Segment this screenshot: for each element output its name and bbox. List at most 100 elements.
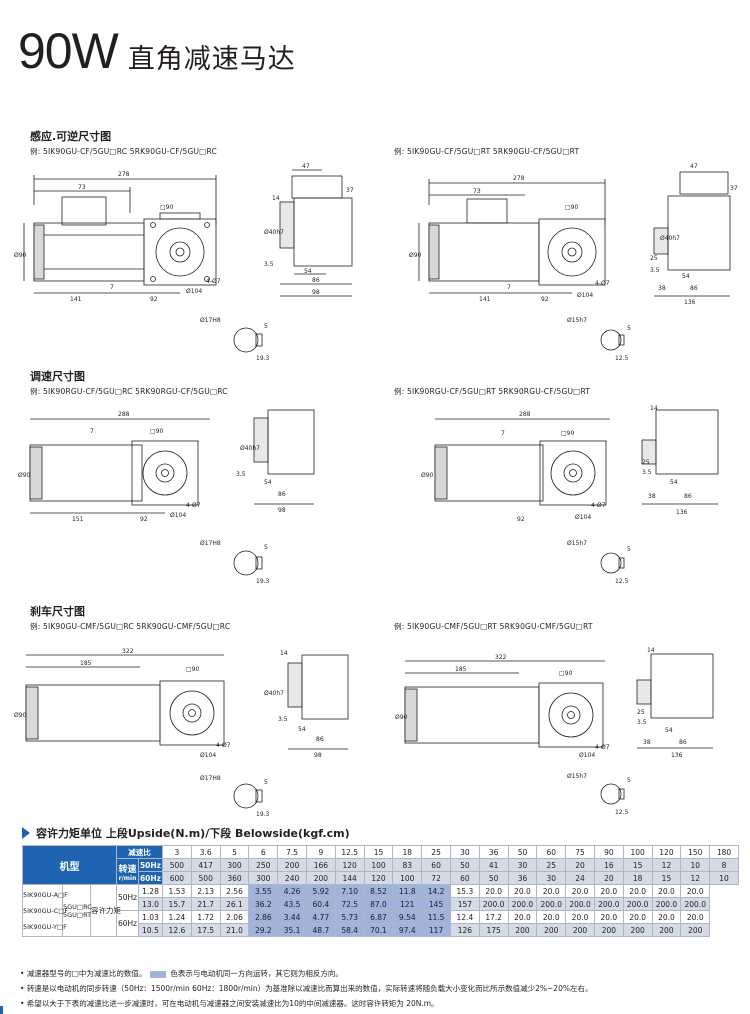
dim-sq90: □90 [150,428,163,435]
torque-cell: 48.7 [305,923,336,937]
speed-cell: 60 [449,871,480,885]
same-direction-swatch [150,970,167,978]
page-title-name: 直角减速马达 [127,44,296,75]
shaft-rc: Ø17H8 [200,317,221,324]
speed-cell: 10 [709,871,739,885]
torque-cell: 20.0 [651,884,682,898]
torque-cell: 29.2 [248,923,279,937]
torque-cell: 70.1 [363,923,394,937]
dim-7: 7 [507,284,511,291]
torque-cell: 11.8 [392,884,423,898]
torque-cell: 200.0 [622,897,653,911]
allowable-torque-label: 容许力矩 [90,884,121,937]
torque-cell: 1.53 [162,884,192,898]
dim-54: 54 [298,726,306,733]
dim-phi104: Ø104 [577,292,593,299]
speed-cell: 30 [536,871,567,885]
ratio-label: 减速比 [116,845,163,859]
torque-cell: 20.0 [622,910,653,924]
dim-14: 14 [280,650,288,657]
notes: • 减速器型号的□中为减速比的数值。色表示与电动机同一方向运转，其它则为相反方向… [20,966,592,1011]
speed-cell: 83 [392,858,423,872]
ratio-cell: 36 [478,845,509,859]
dim-14: 14 [647,647,655,654]
example-left-standard: 例: 5IK90GU-CF/5GU□RC 5RK90GU-CF/5GU□RC [30,147,217,156]
dim-92: 92 [150,296,158,303]
torque-cell: 126 [449,923,480,937]
dim-phi104: Ø104 [170,512,186,519]
motor-drawing-rt-brake: 322 185 □90 Ø90 Ø104 4-Ø7 [395,645,620,765]
torque-cell: 8.52 [363,884,394,898]
torque-cell: 20.0 [536,910,567,924]
dim-5: 5 [264,779,268,786]
dim-3-5: 3.5 [650,267,660,274]
side-view-rt-brake: 14 25 3.5 54 38 86 136 [635,640,735,760]
speed-cell: 12 [680,871,711,885]
speed-cell: 50 [449,858,480,872]
torque-cell: 121 [392,897,423,911]
dim-288: 288 [118,411,130,418]
speed-cell: 15 [651,871,682,885]
side-view-rc-speed: Ø40h7 3.5 54 86 98 [228,400,318,520]
dim-3-5: 3.5 [236,471,246,478]
dim-5: 5 [627,777,631,784]
torque-cell: 13.0 [138,897,163,911]
dim-278: 278 [118,171,130,178]
motor-drawing-rc-standard: 278 73 □90 Ø90 141 7 92 Ø104 4-Ø7 [10,165,230,305]
torque-cell: 97.4 [392,923,423,937]
dim-5: 5 [627,325,631,332]
speed-cell: 8 [709,858,739,872]
torque-cell: 175 [478,923,509,937]
speed-cell: 41 [478,858,509,872]
torque-cell: 20.0 [507,884,538,898]
triangle-arrow-icon [22,827,30,839]
speed-cell: 200 [277,858,307,872]
dim-73: 73 [473,188,481,195]
torque-cell: 87.0 [363,897,394,911]
example-right-standard: 例: 5IK90GU-CF/5GU□RT 5RK90GU-CF/5GU□RT [394,147,580,156]
dim-hole: 4-Ø7 [186,502,201,509]
ratio-cell: 5 [219,845,250,859]
bore-rc: Ø40h7 [264,229,284,236]
torque-section-title: 容许力矩单位 上段Upside(N.m)/下段 Belowside(kgf.cm… [22,825,350,841]
dim-38: 38 [643,739,651,746]
ratio-cell: 60 [536,845,567,859]
speed-cell: 500 [190,871,221,885]
dim-151: 151 [72,516,84,523]
example-left-speed: 例: 5IK90RGU-CF/5GU□RC 5RK90RGU-CF/5GU□RC [30,387,228,396]
dim-5: 5 [264,544,268,551]
speed-cell: 300 [219,858,250,872]
shaft-detail-rc-standard: Ø17H8 5 19.3 [198,312,288,362]
side-view-rc-standard: 47 37 14 Ø40h7 3.5 54 86 98 [262,160,362,310]
torque-cell: 21.7 [190,897,221,911]
ratio-cell: 9 [305,845,336,859]
page-title-power: 90W [18,23,119,79]
torque-cell: 200 [507,923,538,937]
dim-185: 185 [80,660,92,667]
speed-cell: 10 [680,858,711,872]
torque-cell: 21.0 [219,923,250,937]
dim-86: 86 [278,491,286,498]
speed-cell: 100 [392,871,423,885]
section-heading-speed: 调速尺寸图 [30,370,85,383]
dim-322: 322 [122,648,134,655]
torque-cell: 20.0 [680,884,711,898]
dim-19-3: 19.3 [256,578,270,585]
torque-cell: 20.0 [680,910,711,924]
speed-cell: 12 [651,858,682,872]
speed-cell: 120 [334,858,365,872]
side-view-rc-brake: 14 Ø40h7 3.5 54 86 98 [260,645,360,765]
dim-phi90: Ø90 [421,472,434,479]
dim-hole: 4-Ø7 [216,742,231,749]
motor-drawing-rt-speed: 288 □90 Ø90 7 92 Ø104 4-Ø7 [405,405,620,525]
ratio-cell: 120 [651,845,682,859]
dim-141: 141 [479,296,491,303]
dim-phi90: Ø90 [14,712,27,719]
torque-cell: 5.73 [334,910,365,924]
dim-185: 185 [455,666,467,673]
note-3: • 希望以大于下表的减速比进一步减速时，可在电动机与减速器之间安装减速比为10的… [20,999,439,1008]
dim-phi90: Ø90 [18,472,31,479]
dim-sq90: □90 [559,670,572,677]
ratio-cell: 7.5 [277,845,307,859]
